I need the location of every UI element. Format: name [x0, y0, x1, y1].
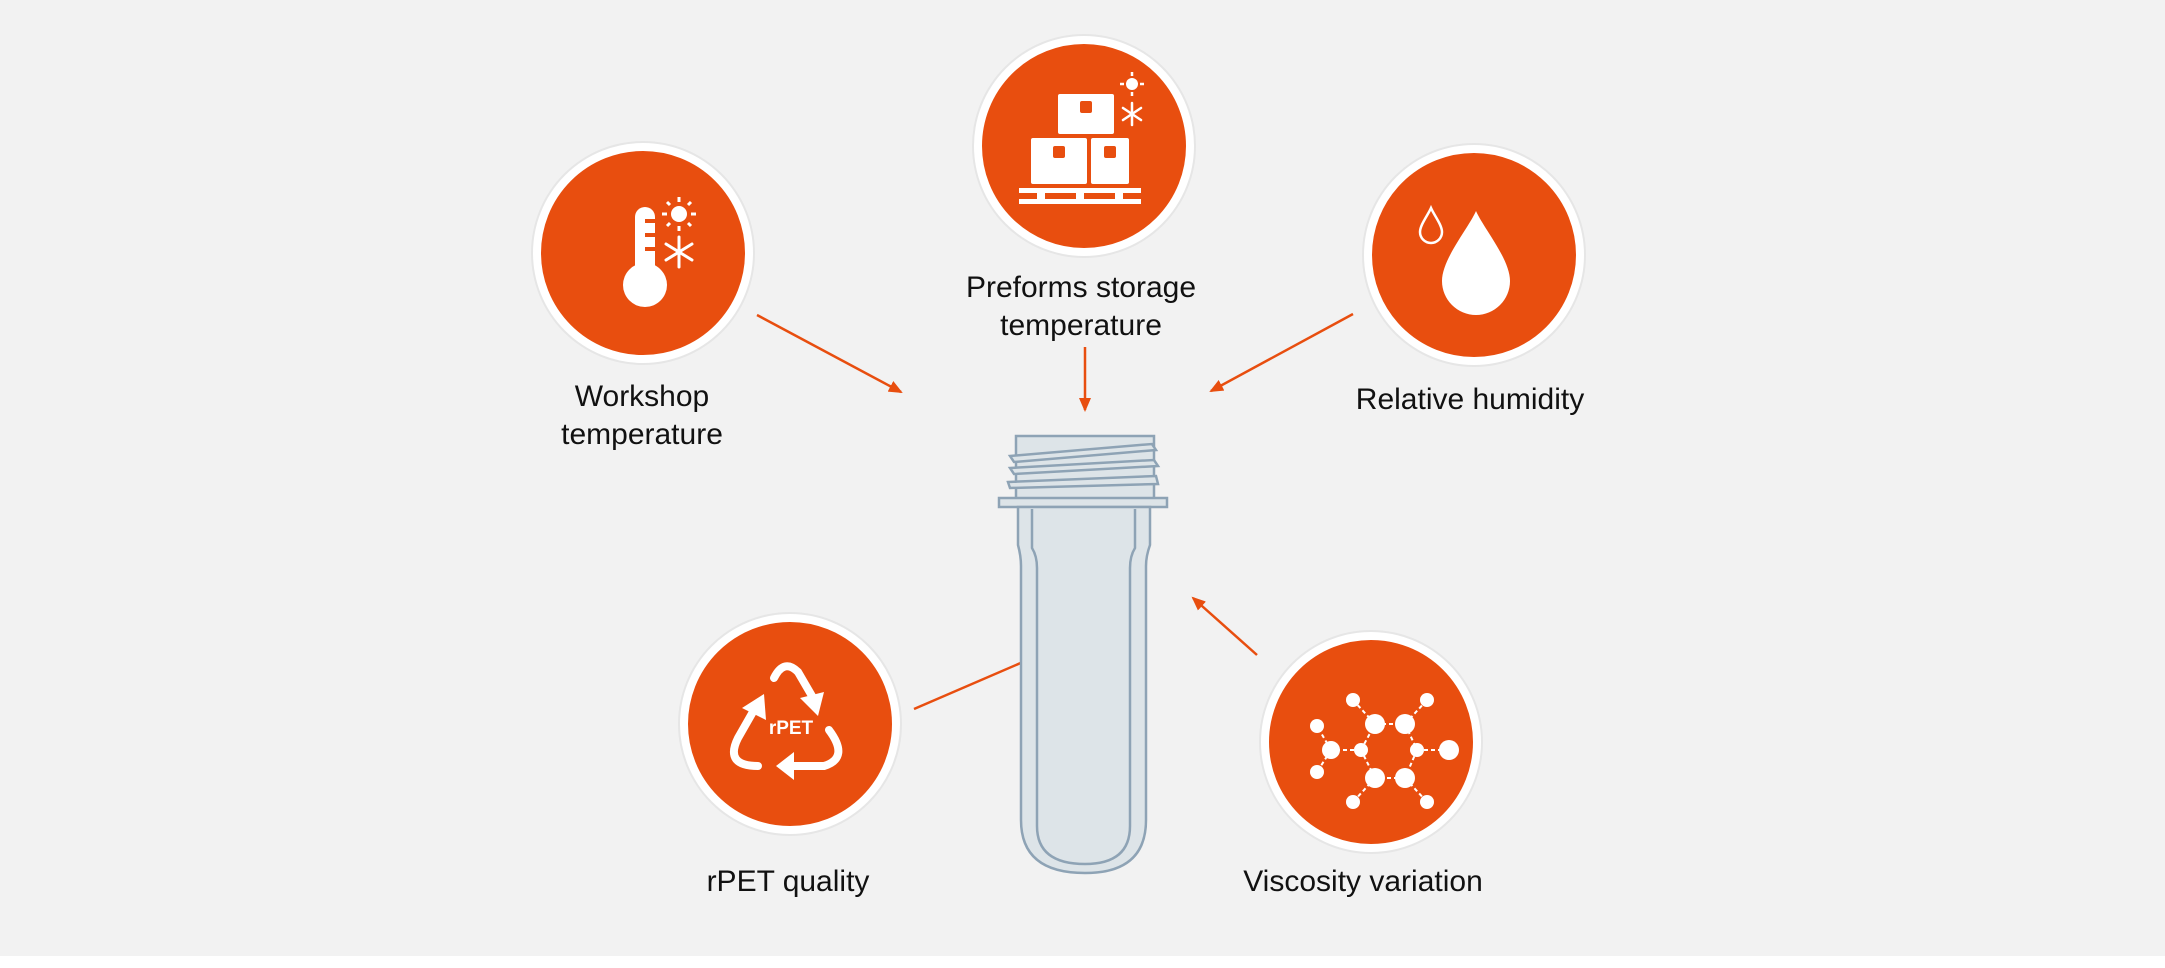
factor-circle	[533, 143, 753, 363]
label-workshop-temperature: Workshop temperature	[561, 380, 723, 451]
factor-circle	[1364, 145, 1584, 365]
factor-preforms-storage-temperature	[974, 36, 1204, 266]
factor-viscosity-variation	[1261, 632, 1491, 862]
stacked-boxes-pallet-icon	[1019, 72, 1144, 204]
factor-relative-humidity	[1364, 145, 1594, 375]
factor-circle	[1261, 632, 1481, 852]
arrow-relative-humidity	[1209, 312, 1354, 393]
factor-rpet-quality: rPET	[680, 614, 910, 844]
arrow-workshop-temperature	[756, 313, 903, 394]
recycle-rpet-icon: rPET	[730, 662, 843, 780]
label-viscosity-variation: Viscosity variation	[1243, 865, 1483, 898]
factor-circle	[974, 36, 1194, 256]
label-relative-humidity: Relative humidity	[1355, 383, 1585, 416]
label-rpet-quality: rPET quality	[706, 865, 870, 898]
factor-workshop-temperature	[533, 143, 763, 373]
rpet-icon-text: rPET	[769, 718, 814, 739]
thermometer-sun-snowflake-icon	[623, 197, 696, 307]
arrow-viscosity-variation	[1191, 596, 1258, 656]
factor-circle: rPET	[680, 614, 900, 834]
molecule-icon	[1310, 693, 1459, 809]
label-preforms-storage-temperature: Preforms storage temperature	[965, 271, 1197, 342]
preform-tube-icon	[997, 434, 1169, 875]
water-drops-icon	[1418, 204, 1510, 315]
